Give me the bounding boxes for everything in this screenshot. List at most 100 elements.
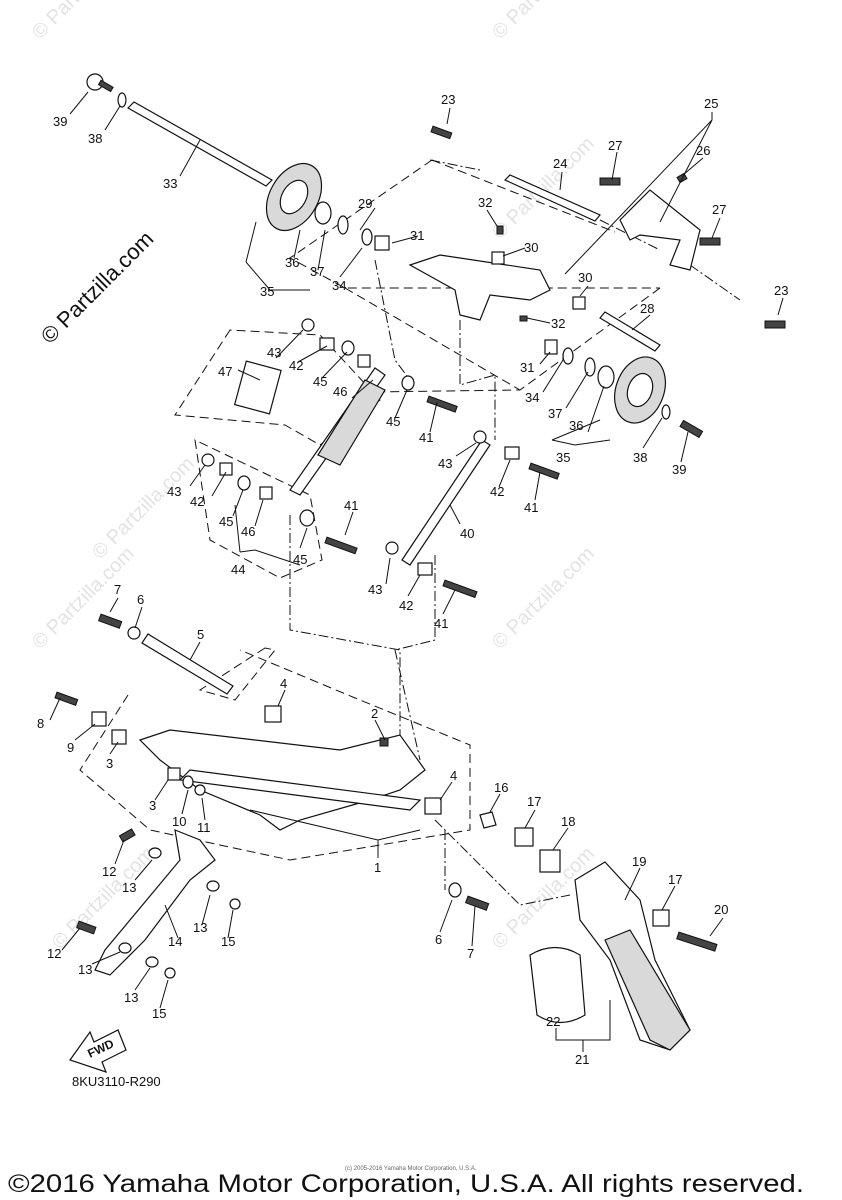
grease-nipple bbox=[496, 225, 504, 235]
bushing bbox=[539, 849, 561, 873]
idler-wheel-hub bbox=[279, 179, 309, 215]
callout-label: 12 bbox=[47, 946, 61, 961]
callout-label: 27 bbox=[608, 138, 622, 153]
callout-label: 31 bbox=[410, 228, 424, 243]
washer bbox=[206, 880, 220, 892]
link-rod bbox=[401, 439, 491, 566]
callout-label: 42 bbox=[190, 494, 204, 509]
bolt bbox=[442, 579, 478, 599]
stopper-strap-assembly bbox=[75, 828, 241, 979]
collar bbox=[473, 430, 487, 444]
callout-label: 2 bbox=[371, 706, 378, 721]
spacer bbox=[374, 235, 390, 251]
bolt bbox=[97, 613, 123, 629]
callout-label: 6 bbox=[435, 932, 442, 947]
callout-label: 31 bbox=[520, 360, 534, 375]
bushing bbox=[264, 705, 282, 723]
bolt bbox=[430, 125, 453, 140]
collar bbox=[562, 347, 574, 365]
collar bbox=[111, 729, 127, 745]
callout-label: 11 bbox=[197, 820, 211, 835]
rear-pivot-shaft bbox=[503, 174, 601, 222]
stopper bbox=[233, 360, 282, 415]
callout-label: 41 bbox=[344, 498, 358, 513]
callout-label: 39 bbox=[53, 114, 67, 129]
watermark: © Partzilla.com bbox=[28, 0, 139, 44]
callout-label: 18 bbox=[561, 814, 575, 829]
spacer bbox=[544, 339, 558, 355]
washer bbox=[148, 847, 162, 859]
callout-label: 36 bbox=[569, 418, 583, 433]
stopper-strap bbox=[94, 829, 216, 976]
callout-label: 29 bbox=[358, 196, 372, 211]
callout-label: 42 bbox=[289, 358, 303, 373]
collar bbox=[201, 453, 215, 467]
callout-label: 16 bbox=[494, 780, 508, 795]
bearing bbox=[314, 201, 332, 225]
link-rod-assembly bbox=[385, 430, 560, 599]
washer bbox=[182, 775, 194, 789]
watermark: © Partzilla.com bbox=[28, 543, 139, 654]
nut bbox=[194, 784, 206, 796]
callout-label: 32 bbox=[478, 195, 492, 210]
callout-label: 25 bbox=[704, 96, 718, 111]
collar bbox=[341, 340, 355, 356]
callout-label: 20 bbox=[714, 902, 728, 917]
callout-label: 22 bbox=[546, 1014, 560, 1029]
front-shock-assembly bbox=[479, 811, 718, 1051]
leader-lines bbox=[49, 91, 784, 1052]
callout-label: 41 bbox=[434, 616, 448, 631]
callout-label: 34 bbox=[525, 390, 539, 405]
bushing bbox=[319, 337, 335, 351]
callout-label: 4 bbox=[450, 768, 457, 783]
callout-label: 43 bbox=[167, 484, 181, 499]
callout-label: 35 bbox=[260, 284, 274, 299]
callout-label: 38 bbox=[88, 131, 102, 146]
boot bbox=[529, 946, 586, 1024]
callout-label: 43 bbox=[368, 582, 382, 597]
callout-label: 13 bbox=[78, 962, 92, 977]
callout-label: 45 bbox=[386, 414, 400, 429]
circlip bbox=[337, 215, 349, 235]
callout-label: 41 bbox=[524, 500, 538, 515]
callout-label: 42 bbox=[490, 484, 504, 499]
bushing bbox=[504, 446, 520, 460]
washer bbox=[127, 626, 141, 640]
callout-label: 7 bbox=[114, 582, 121, 597]
bolt bbox=[426, 395, 458, 413]
callout-label: 13 bbox=[122, 880, 136, 895]
copyright-notice: ©2016 Yamaha Motor Corporation, U.S.A. A… bbox=[8, 1170, 804, 1198]
callout-label: 45 bbox=[219, 514, 233, 529]
shock-body bbox=[317, 379, 386, 466]
callout-label: 30 bbox=[524, 240, 538, 255]
bolt bbox=[676, 931, 718, 952]
bolt bbox=[679, 419, 704, 439]
callout-label: 3 bbox=[149, 798, 156, 813]
callout-label: 15 bbox=[221, 934, 235, 949]
collar bbox=[572, 296, 586, 310]
rear-arm-cross-tube bbox=[178, 769, 422, 811]
callout-label: 30 bbox=[578, 270, 592, 285]
callout-label: 6 bbox=[137, 592, 144, 607]
washer bbox=[118, 942, 132, 954]
collar bbox=[479, 811, 497, 829]
callout-label: 13 bbox=[193, 920, 207, 935]
callout-label: 47 bbox=[218, 364, 232, 379]
callout-label: 46 bbox=[241, 524, 255, 539]
rear-arm-assembly bbox=[54, 613, 490, 911]
rear-shock-assembly bbox=[201, 318, 458, 555]
watermark: © Partzilla.com bbox=[488, 0, 599, 44]
callout-label: 44 bbox=[231, 562, 245, 577]
callout-label: 43 bbox=[267, 345, 281, 360]
bolt bbox=[118, 828, 136, 843]
fwd-arrow: FWD bbox=[69, 1029, 127, 1073]
bushing bbox=[514, 827, 534, 847]
partzilla-watermark: © Partzilla.com bbox=[36, 226, 159, 349]
collar bbox=[301, 318, 315, 332]
callout-label: 32 bbox=[551, 316, 565, 331]
bolt bbox=[699, 237, 721, 246]
collar bbox=[361, 228, 373, 246]
callout-label: 39 bbox=[672, 462, 686, 477]
callout-label: 36 bbox=[285, 255, 299, 270]
bolt bbox=[599, 177, 621, 186]
